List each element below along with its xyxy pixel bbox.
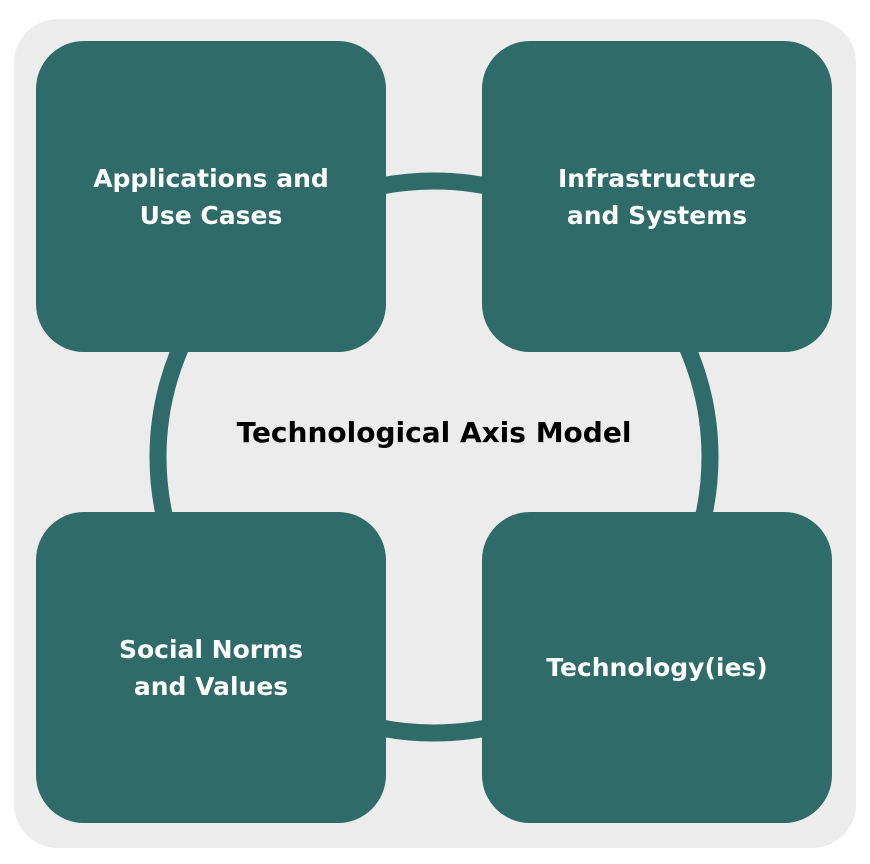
node-technologies: Technology(ies) — [482, 512, 832, 823]
node-label: Applications and — [93, 163, 329, 193]
node-social-norms-and-values: Social Norms and Values — [36, 512, 386, 823]
connector-circle — [149, 172, 719, 742]
node-label: Social Norms — [118, 634, 304, 664]
node-label: Technology(ies) — [546, 653, 768, 682]
node-label: Use Cases — [139, 200, 283, 230]
node-infrastructure-and-systems: Infrastructure and Systems — [482, 41, 832, 352]
diagram-title: Technological Axis Model — [236, 416, 632, 449]
node-label: Infrastructure — [558, 163, 756, 193]
node-label: and Systems — [566, 200, 748, 230]
node-label: and Values — [133, 671, 289, 701]
